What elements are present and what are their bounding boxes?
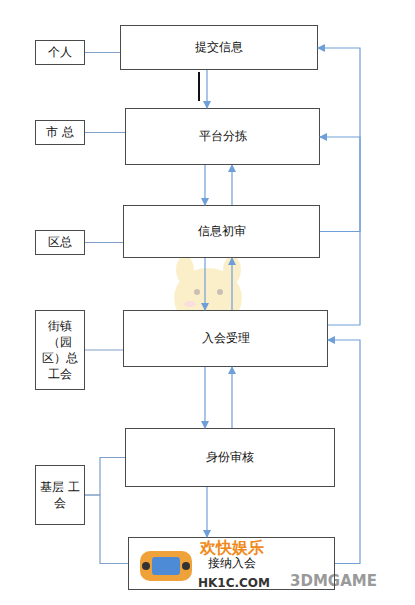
mascot-ear [176, 256, 194, 284]
flow-arrow [204, 165, 205, 205]
process-box: 提交信息 [120, 25, 318, 70]
text-group: 个人 [48, 44, 72, 60]
node-text: 提交信息 [195, 39, 243, 55]
flow-arrow [231, 258, 232, 310]
text-group: 平台分拣 [199, 128, 247, 144]
node-text: 街镇 （园 区）总 工会 [38, 318, 82, 383]
flow-arrow [231, 367, 232, 428]
connector-line [85, 458, 125, 496]
node-text: 基层 工会 [38, 479, 82, 511]
text-group: 街镇 （园 区）总 工会 [38, 318, 82, 383]
flow-arrow [231, 165, 232, 205]
controller-screen [152, 557, 180, 575]
node-text: 平台分拣 [199, 128, 247, 144]
watermark-text: 3DMGAME [290, 572, 377, 590]
connector-line [85, 495, 128, 564]
text-group: 信息初审 [198, 223, 246, 239]
node-text: 身份审核 [206, 449, 254, 465]
process-box: 入会受理 [123, 310, 328, 367]
controller-button [142, 562, 150, 570]
flow-arrow [318, 48, 360, 232]
text-group: 区总 [48, 234, 72, 250]
text-group: 提交信息 [195, 39, 243, 55]
node-text: 区总 [48, 234, 72, 250]
text-group: 基层 工会 [38, 479, 82, 511]
mascot-ear [223, 256, 241, 284]
mascot-eye [217, 289, 223, 295]
connector-line [85, 132, 125, 133]
connector-line [85, 52, 120, 53]
watermark-text: HK1C.COM [198, 576, 270, 590]
node-text: 市 总 [46, 124, 74, 140]
role-box: 街镇 （园 区）总 工会 [35, 310, 85, 390]
flow-arrow [204, 367, 205, 428]
flow-arrow [320, 137, 360, 325]
text-group: 接纳入会 [208, 555, 256, 571]
mascot-cheek [184, 301, 196, 307]
connector-line [85, 242, 123, 243]
role-box: 市 总 [35, 120, 85, 145]
node-text: 信息初审 [198, 223, 246, 239]
flow-arrow [206, 70, 207, 108]
text-group: 入会受理 [202, 330, 250, 346]
mascot-eye [194, 289, 200, 295]
node-text: 个人 [48, 44, 72, 60]
controller-button [182, 562, 190, 570]
text-group: 市 总 [46, 124, 74, 140]
node-text: 接纳入会 [208, 555, 256, 571]
process-box: 平台分拣 [125, 108, 320, 165]
text-group: 身份审核 [206, 449, 254, 465]
role-box: 基层 工会 [35, 465, 85, 525]
process-box: 信息初审 [123, 205, 320, 258]
flow-arrow [206, 487, 207, 537]
process-box: 身份审核 [125, 428, 335, 487]
role-box: 个人 [35, 40, 85, 65]
process-box: 接纳入会 [128, 537, 335, 590]
controller-illustration [140, 551, 192, 581]
role-box: 区总 [35, 230, 85, 255]
controller-body [140, 551, 192, 581]
connector-line [85, 349, 123, 350]
black-stroke [198, 72, 200, 101]
flow-arrow [204, 258, 205, 310]
node-text: 入会受理 [202, 330, 250, 346]
